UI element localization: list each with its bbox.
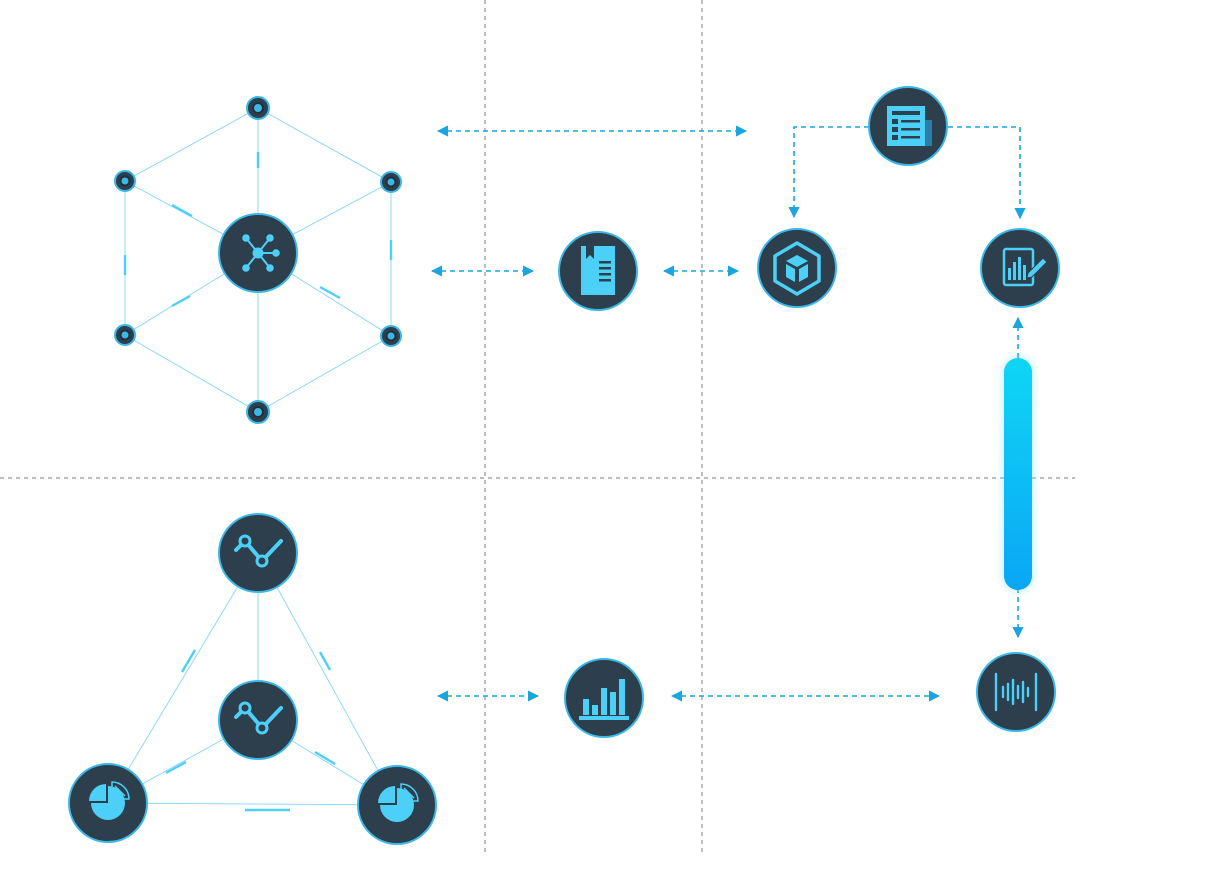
- connector-news-to-cube: [788, 126, 869, 219]
- network-node-top[interactable]: [246, 96, 270, 120]
- pie-chart-icon: [89, 781, 130, 820]
- line-chart-center-node[interactable]: [218, 680, 298, 760]
- progress-bar: [1003, 357, 1033, 591]
- pie-chart-left-node[interactable]: [68, 763, 148, 843]
- chart-edit-node[interactable]: [980, 228, 1060, 308]
- network-node-upper-right[interactable]: [380, 171, 402, 193]
- network-node-bottom[interactable]: [246, 400, 270, 424]
- grid-dividers: [0, 0, 1075, 852]
- cube-box-node[interactable]: [757, 228, 837, 308]
- bar-chart-icon: [579, 679, 629, 720]
- pie-chart-right-node[interactable]: [357, 765, 437, 845]
- network-cluster: [114, 96, 402, 424]
- connectors: [430, 125, 1026, 702]
- bar-chart-node[interactable]: [564, 658, 644, 738]
- news-report-node[interactable]: [868, 86, 948, 166]
- progress-bar-fill: [1004, 358, 1032, 590]
- network-node-lower-right[interactable]: [380, 325, 402, 347]
- audio-wave-node[interactable]: [976, 652, 1056, 732]
- network-hub-icon: [242, 234, 280, 272]
- network-node-lower-left[interactable]: [114, 324, 136, 346]
- line-chart-icon: [234, 534, 283, 568]
- pie-chart-icon: [378, 783, 419, 822]
- line-chart-top-node[interactable]: [218, 513, 298, 593]
- document-book-node[interactable]: [558, 231, 638, 311]
- newspaper-icon: [887, 106, 932, 146]
- document-book-icon: [581, 244, 615, 295]
- network-hub-node[interactable]: [218, 213, 298, 293]
- line-chart-icon: [234, 701, 283, 735]
- chart-cluster: [68, 513, 437, 845]
- audio-wave-icon: [994, 672, 1038, 712]
- chart-edit-icon: [1002, 247, 1048, 287]
- network-node-upper-left[interactable]: [114, 170, 136, 192]
- cube-box-icon: [773, 241, 821, 296]
- connector-news-to-chart-edit: [948, 126, 1026, 220]
